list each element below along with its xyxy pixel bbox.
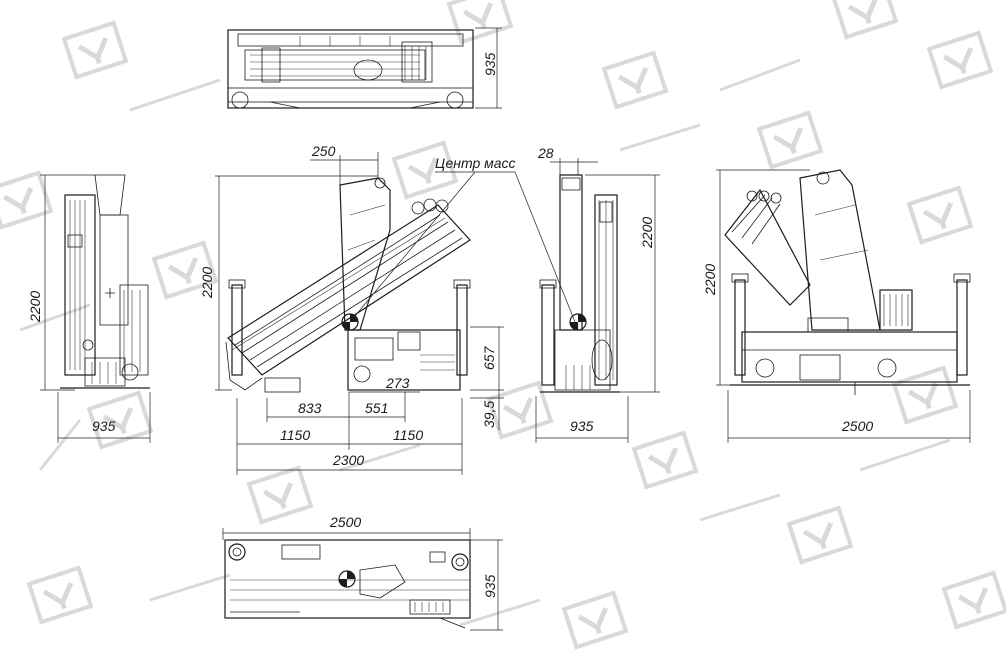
dim-left-height: 2200 (27, 291, 43, 323)
watermark-logo (151, 240, 219, 300)
center-of-mass-label: Центр масс (435, 155, 516, 171)
watermark-logo (601, 50, 669, 110)
side-view (539, 174, 620, 393)
bottom-plan-view (224, 539, 471, 629)
watermark-logo (486, 380, 554, 440)
watermark-logo (786, 505, 854, 565)
side-view-dimensions: 28 2200 935 (535, 145, 660, 443)
left-side-view (60, 174, 150, 389)
watermark-logo (831, 0, 899, 40)
rear-view-dimensions: 2200 2500 (702, 169, 971, 443)
front-view-dimensions: 250 2200 657 39,5 833 551 273 1150 1150 … (199, 143, 504, 475)
bottom-view-dimensions: 2500 935 (222, 514, 503, 631)
watermark-logo (941, 570, 1006, 630)
watermark-stroke (19, 58, 951, 627)
dim-side-top-offset: 28 (537, 145, 554, 161)
dim-right-height: 2200 (702, 264, 718, 296)
center-of-mass-callout: Центр масс (349, 155, 576, 323)
dim-front-h4: 1150 (280, 427, 310, 443)
top-view-height-dimension: 935 (475, 27, 502, 109)
left-view-dimensions: 2200 935 (27, 174, 151, 443)
watermark-logo (926, 30, 994, 90)
watermark-logo (61, 20, 129, 80)
dim-front-top-offset: 250 (311, 143, 336, 159)
dim-front-h3: 273 (385, 375, 410, 391)
front-view (225, 177, 471, 393)
dim-side-height: 2200 (639, 217, 655, 249)
watermark-logo (391, 140, 459, 200)
dim-right-width: 2500 (841, 418, 873, 434)
watermark-logo (446, 0, 514, 45)
dim-front-h1: 833 (298, 400, 322, 416)
watermark-logo (246, 465, 314, 525)
rear-view (724, 169, 971, 395)
dim-bottom-height: 935 (482, 574, 498, 598)
watermark-logo (631, 430, 699, 490)
watermark-logo (756, 110, 824, 170)
watermark-logo (26, 565, 94, 625)
dim-left-width: 935 (92, 418, 116, 434)
watermark-logo (906, 185, 974, 245)
dim-front-h2: 551 (365, 400, 388, 416)
watermark-logo (0, 170, 54, 230)
dim-top-height: 935 (482, 52, 498, 76)
dim-front-v2: 39,5 (481, 401, 497, 428)
dim-front-total: 2300 (332, 452, 364, 468)
dim-side-width: 935 (570, 418, 594, 434)
dim-front-v1: 657 (481, 345, 497, 370)
watermark-logo (561, 590, 629, 650)
top-plan-view (227, 29, 474, 109)
dim-bottom-width: 2500 (329, 514, 361, 530)
dim-front-h5: 1150 (393, 427, 423, 443)
dim-front-height: 2200 (199, 267, 215, 299)
watermark-logo (891, 365, 959, 425)
watermark-logo (86, 390, 154, 450)
